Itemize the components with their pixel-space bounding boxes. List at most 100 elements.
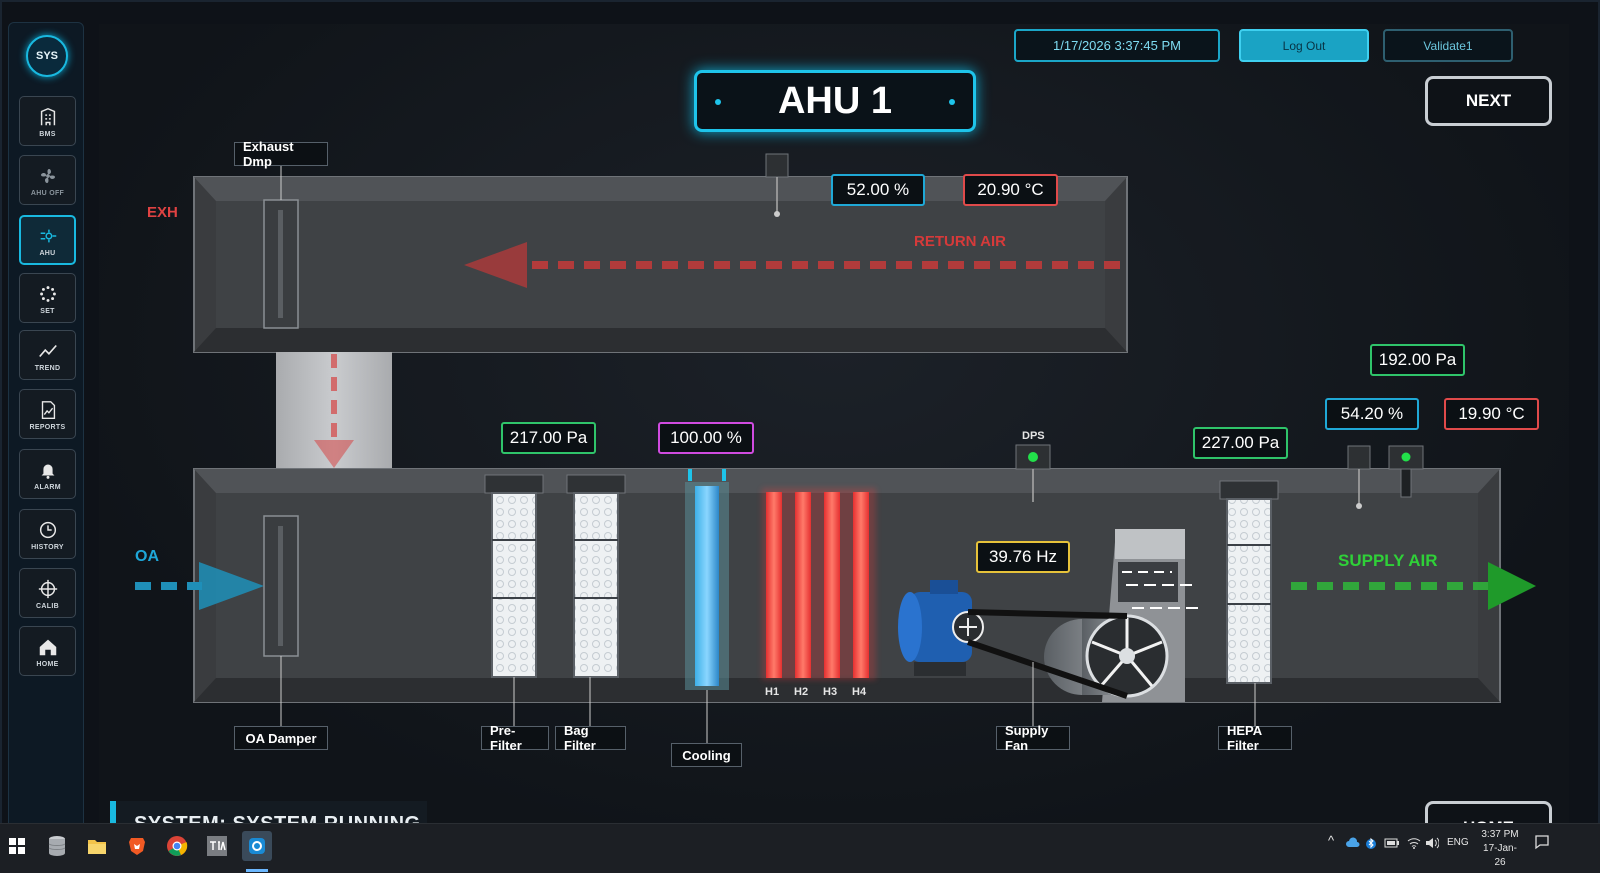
building-icon	[40, 107, 55, 126]
nav-bms[interactable]: BMS	[19, 96, 76, 146]
tray-expand-icon[interactable]: ^	[1328, 833, 1335, 848]
start-button[interactable]	[2, 831, 32, 861]
oa-damper-tag: OA Damper	[234, 726, 328, 750]
exhaust-damper-tag: Exhaust Dmp	[234, 139, 328, 169]
windows-icon	[9, 838, 25, 854]
cooling-valve-readout[interactable]: 100.00 %	[658, 422, 754, 454]
taskbar-file-explorer[interactable]	[82, 831, 112, 861]
tray-cloud-icon[interactable]	[1346, 837, 1360, 852]
logout-button[interactable]: Log Out	[1239, 29, 1369, 62]
supply-air-label: SUPPLY AIR	[1338, 551, 1438, 570]
page-title-text: AHU 1	[777, 79, 893, 122]
nav-history[interactable]: HISTORY	[19, 509, 76, 559]
supply-fan-tag: Supply Fan	[996, 723, 1070, 753]
dps-label: DPS	[1022, 430, 1045, 442]
taskbar: ^ ENG 3:37 PM 17-Jan-26	[0, 823, 1600, 873]
tray-time: 3:37 PM	[1481, 829, 1519, 840]
nav-bms-label: BMS	[39, 131, 56, 138]
nav-set[interactable]: SET	[19, 273, 76, 323]
mixing-section	[276, 352, 392, 469]
exh-label: EXH	[147, 204, 178, 221]
supply-humidity-readout[interactable]: 54.20 %	[1325, 398, 1419, 430]
report-icon	[41, 401, 55, 419]
sys-logo: SYS	[26, 35, 68, 77]
return-duct	[193, 176, 1128, 353]
page-title: AHU 1	[694, 70, 976, 132]
tray-bluetooth-icon[interactable]	[1366, 837, 1376, 854]
title-dot-right	[949, 99, 955, 105]
tray-language[interactable]: ENG	[1447, 837, 1469, 848]
bag-filter	[566, 474, 626, 726]
return-temp-readout[interactable]: 20.90 °C	[963, 174, 1058, 206]
nav-calib[interactable]: CALIB	[19, 568, 76, 618]
hmi-app-icon	[249, 838, 265, 854]
prefilter-dp-readout[interactable]: 217.00 Pa	[501, 422, 596, 454]
folder-icon	[88, 840, 106, 854]
heater-label-h4: H4	[852, 686, 867, 698]
nav-alarm[interactable]: ALARM	[19, 449, 76, 499]
nav-ahu-off[interactable]: AHU OFF	[19, 155, 76, 205]
hepa-dp-readout[interactable]: 227.00 Pa	[1193, 427, 1288, 459]
heater-label-h2: H2	[794, 686, 809, 698]
tray-volume-icon[interactable]	[1425, 837, 1440, 852]
nav-reports[interactable]: REPORTS	[19, 389, 76, 439]
supply-pressure-readout[interactable]: 192.00 Pa	[1370, 344, 1465, 376]
taskbar-hmi-app[interactable]	[242, 831, 272, 861]
ahu-diagram	[135, 153, 1536, 744]
taskbar-database-app[interactable]	[42, 831, 72, 861]
nav-set-label: SET	[40, 308, 55, 315]
pre-filter	[484, 474, 544, 726]
supply-temp-readout[interactable]: 19.90 °C	[1444, 398, 1539, 430]
nav-trend[interactable]: TREND	[19, 330, 76, 380]
hepa-filter-tag: HEPA Filter	[1218, 723, 1292, 753]
tray-wifi-icon[interactable]	[1407, 837, 1421, 852]
nav-calib-label: CALIB	[36, 603, 59, 610]
supply-fan	[898, 529, 1202, 726]
tray-date: 17-Jan-26	[1483, 843, 1517, 868]
nav-trend-label: TREND	[34, 365, 61, 372]
heater-label-h1: H1	[765, 686, 780, 698]
bag-filter-tag: Bag Filter	[555, 723, 626, 753]
chrome-icon	[167, 836, 188, 856]
heater-bank	[762, 488, 876, 680]
user-button[interactable]: Validate1	[1383, 29, 1513, 62]
database-icon	[48, 836, 66, 856]
supply-sensors	[1347, 445, 1424, 509]
cooling-coil	[685, 469, 729, 744]
nav-reports-label: REPORTS	[29, 424, 66, 431]
settings-dots-icon	[39, 286, 56, 302]
nav-ahu-label: AHU	[39, 250, 56, 257]
taskbar-tia-portal[interactable]	[202, 831, 232, 861]
fan-icon	[40, 168, 55, 184]
nav-ahu[interactable]: AHU	[19, 215, 76, 265]
fan-speed-readout[interactable]: 39.76 Hz	[976, 541, 1070, 573]
taskbar-chrome[interactable]	[162, 831, 192, 861]
tray-battery-icon[interactable]	[1384, 837, 1400, 852]
pre-filter-tag: Pre-Filter	[481, 723, 549, 753]
heater-label-h3: H3	[823, 686, 838, 698]
nav-home[interactable]: HOME	[19, 626, 76, 676]
active-app-indicator	[246, 869, 268, 872]
brave-icon	[129, 838, 145, 855]
return-humidity-readout[interactable]: 52.00 %	[831, 174, 925, 206]
exhaust-damper	[263, 166, 299, 329]
nav-ahu-off-label: AHU OFF	[30, 190, 65, 197]
tia-portal-icon	[207, 836, 227, 856]
tray-clock[interactable]: 3:37 PM 17-Jan-26	[1478, 828, 1522, 870]
nav-alarm-label: ALARM	[34, 484, 61, 491]
ahu-fan-icon	[40, 229, 56, 243]
hmi-screen: SYS BMS AHU OFF AHU SET TREND REPORTS AL…	[0, 0, 1600, 847]
next-button[interactable]: NEXT	[1425, 76, 1552, 126]
return-air-label: RETURN AIR	[914, 233, 1006, 250]
nav-home-label: HOME	[36, 661, 59, 668]
return-air-arrow	[464, 242, 1127, 288]
nav-history-label: HISTORY	[31, 544, 64, 551]
hepa-filter	[1219, 480, 1279, 726]
bell-icon	[41, 464, 54, 479]
datetime-display: 1/17/2026 3:37:45 PM	[1014, 29, 1220, 62]
cooling-tag: Cooling	[671, 743, 742, 767]
taskbar-brave-browser[interactable]	[122, 831, 152, 861]
trend-line-icon	[38, 344, 57, 358]
notification-icon[interactable]	[1534, 834, 1550, 853]
oa-label: OA	[135, 548, 159, 565]
